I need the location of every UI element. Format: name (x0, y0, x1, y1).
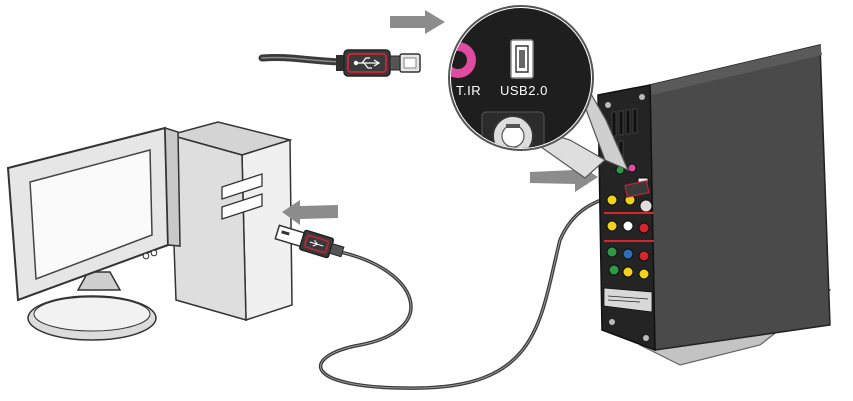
callout-label-ir: T.IR (456, 83, 481, 98)
pc-monitor (6, 126, 181, 341)
usb-a-plug-icon (274, 224, 345, 259)
arrow-icon (282, 200, 338, 225)
pc-tower (167, 121, 293, 322)
media-player-device (597, 44, 832, 366)
monitor-screen (29, 149, 153, 281)
usb-b-plug-icon (258, 49, 421, 77)
zoom-callout: T.IR USB2.0 (448, 5, 630, 179)
av-ports (604, 194, 654, 280)
callout-label-usb: USB2.0 (500, 83, 548, 98)
usb-icon (353, 57, 381, 69)
usb-cable (318, 188, 632, 390)
computer (6, 121, 293, 341)
arrow-icon (390, 10, 445, 34)
